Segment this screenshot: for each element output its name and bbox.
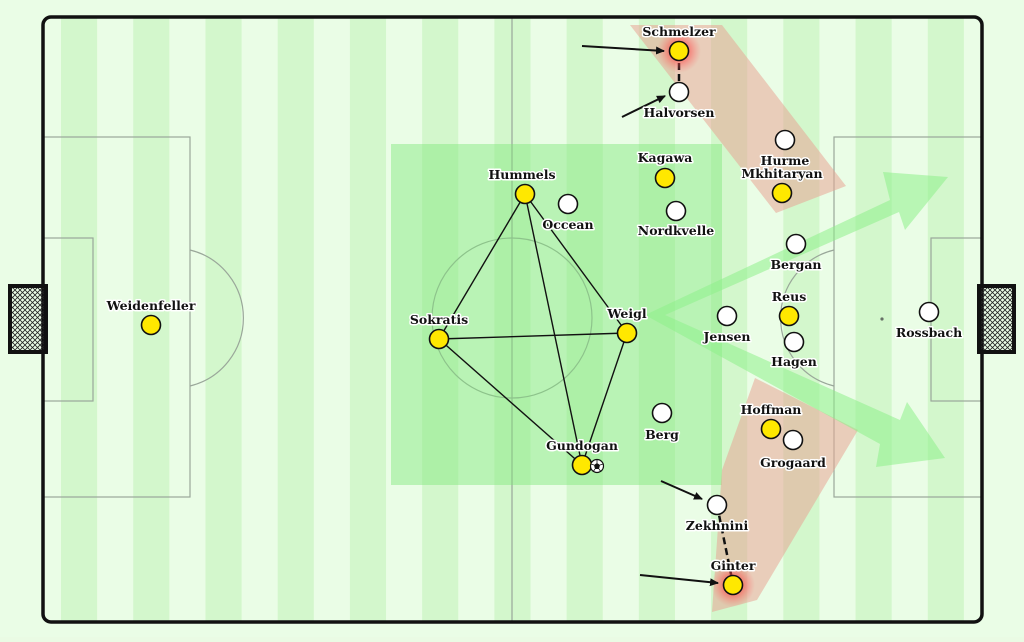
player-reus: Reus [770,288,808,327]
player-label: Reus [772,289,806,304]
player-rossbach: Rossbach [894,301,964,342]
player-marker [616,322,638,344]
player-marker [774,129,796,151]
player-label: Bergan [770,257,821,272]
pitch-stripe [205,18,242,621]
player-label: Berg [645,427,679,442]
player-marker [140,314,162,336]
player-marker [783,331,805,353]
player-hoffman: Hoffman [739,401,803,440]
player-halvorsen: Halvorsen [642,81,716,122]
player-label: Mkhitaryan [741,166,822,181]
player-bergan: Bergan [769,233,823,274]
player-hurme: Hurme [759,129,811,170]
player-label: Hoffman [741,402,802,417]
player-marker [665,200,687,222]
player-label: Kagawa [638,150,693,165]
player-label: Hummels [488,167,555,182]
midfield-zone [391,144,722,485]
arrow-to-ginter [639,574,719,587]
pitch-stripe [61,18,98,621]
player-label: Ginter [711,558,756,573]
right-penalty-spot [880,317,884,321]
player-label: Nordkvelle [638,223,714,238]
player-label: Zekhnini [686,518,749,533]
yellow-team: Weidenfeller Sokratis Hummels Weigl Gund… [104,23,824,596]
player-marker [778,305,800,327]
passing-network [438,193,628,466]
pitch-stripe [422,18,459,621]
player-marker [428,328,450,350]
player-label: Rossbach [896,325,962,340]
passing-lanes-arrows [645,172,948,467]
pressing-zone-bottom [712,378,858,612]
player-marker [654,167,676,189]
player-berg: Berg [644,402,681,444]
player-weigl: Weigl [605,305,648,344]
player-marker [514,183,536,205]
player-marker [771,182,793,204]
player-label: Sokratis [410,312,468,327]
player-jensen: Jensen [701,305,752,346]
pitch-stripe [855,18,892,621]
player-marker [651,402,673,424]
player-label: Weidenfeller [106,298,196,313]
player-marker [918,301,940,323]
player-schmelzer: Schmelzer [641,23,718,62]
white-team: Occean Nordkvelle Halvorsen Hurme Bergan… [541,81,964,535]
player-label: Hurme [761,153,810,168]
player-marker [782,429,804,451]
player-hagen: Hagen [770,331,818,371]
left-penalty-arc [189,249,244,387]
goal-net-icon [977,284,1016,354]
player-marker [760,418,782,440]
player-label: Grogaard [760,455,826,470]
player-label: Jensen [702,329,750,344]
goal-net-icon [8,284,48,354]
player-marker [706,494,728,516]
player-sokratis: Sokratis [408,311,470,350]
pitch-stripe [566,18,603,621]
player-nordkvelle: Nordkvelle [636,200,716,240]
player-marker [716,305,738,327]
pitch-stripe [277,18,314,621]
player-marker [785,233,807,255]
player-grogaard: Grogaard [759,429,828,472]
player-label: Halvorsen [644,105,715,120]
football-icon [589,458,605,474]
arrow-to-halvorsen [621,95,666,118]
player-mkhitaryan: Mkhitaryan [740,165,824,204]
movement-arrows [581,45,719,587]
player-label: Occean [542,217,593,232]
player-label: Weigl [606,306,646,321]
center-circle [431,237,593,399]
player-marker [668,81,690,103]
pitch-stripe [349,18,387,621]
player-label: Hagen [771,354,817,369]
player-hummels: Hummels [487,166,557,205]
player-zekhnini: Zekhnini [684,494,750,535]
player-ginter: Ginter [709,557,757,596]
player-kagawa: Kagawa [636,149,694,189]
player-occean: Occean [541,193,595,234]
player-marker [571,454,593,476]
arrow-to-zekhnini [660,480,703,500]
player-marker [668,40,690,62]
arrow-to-schmelzer [581,45,665,55]
player-label: Schmelzer [642,24,716,39]
player-marker [557,193,579,215]
player-weidenfeller: Weidenfeller [104,297,197,336]
player-marker [722,574,744,596]
player-label: Gundogan [546,438,618,453]
